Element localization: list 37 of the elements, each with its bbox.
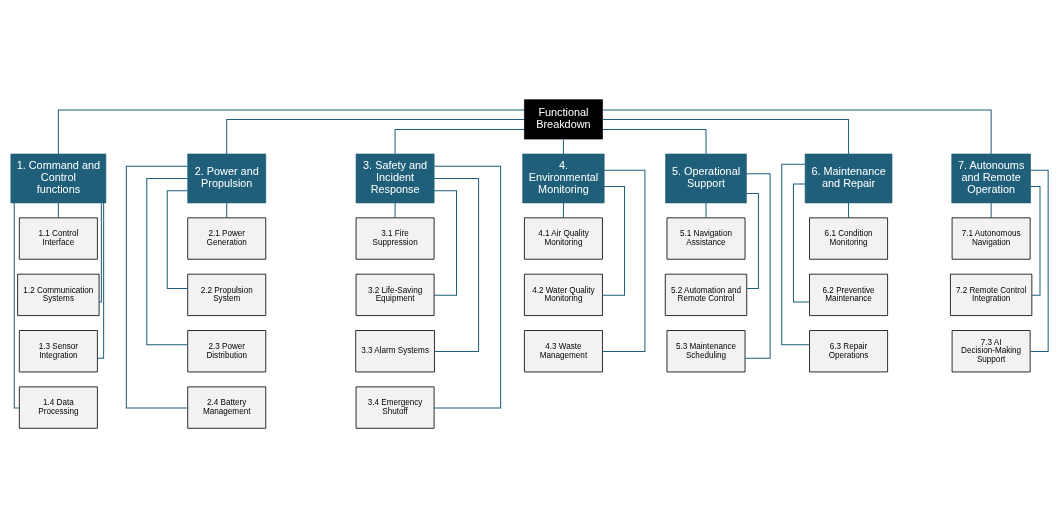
node-box: 3. Safety and Incident Response (355, 153, 435, 204)
connector (602, 129, 707, 155)
connector (781, 163, 811, 346)
connector (744, 173, 771, 359)
connector (125, 165, 189, 409)
node-box: 7. Autonoums and Remote Operation (951, 153, 1031, 204)
connector (602, 109, 992, 155)
node-box: 5. Operational Support (665, 153, 747, 204)
connector (226, 202, 228, 219)
node-box: 2. Power and Propulsion (187, 153, 267, 204)
connector (98, 202, 102, 303)
connector (848, 202, 850, 219)
connector (562, 202, 564, 219)
connector (990, 202, 992, 219)
connector (602, 118, 850, 155)
connector (433, 190, 458, 296)
connector (601, 186, 626, 296)
connector (166, 190, 188, 289)
connector (433, 165, 502, 409)
connector (394, 129, 525, 155)
connector (433, 177, 480, 353)
connector (57, 202, 59, 219)
connector (705, 202, 707, 219)
connector (792, 183, 810, 303)
connector (394, 202, 396, 219)
connector (602, 169, 646, 353)
connector (562, 138, 564, 155)
node-box: 1. Command and Control functions (10, 153, 107, 204)
connector (1030, 186, 1041, 296)
node-box: 4. Environmental Monitoring (522, 153, 605, 204)
connector (146, 177, 188, 346)
connector (226, 118, 525, 155)
node-box: Functional Breakdown (524, 99, 603, 140)
connector (1029, 169, 1049, 353)
connector (97, 202, 105, 359)
connector (57, 109, 525, 155)
node-box: 6. Maintenance and Repair (804, 153, 893, 204)
